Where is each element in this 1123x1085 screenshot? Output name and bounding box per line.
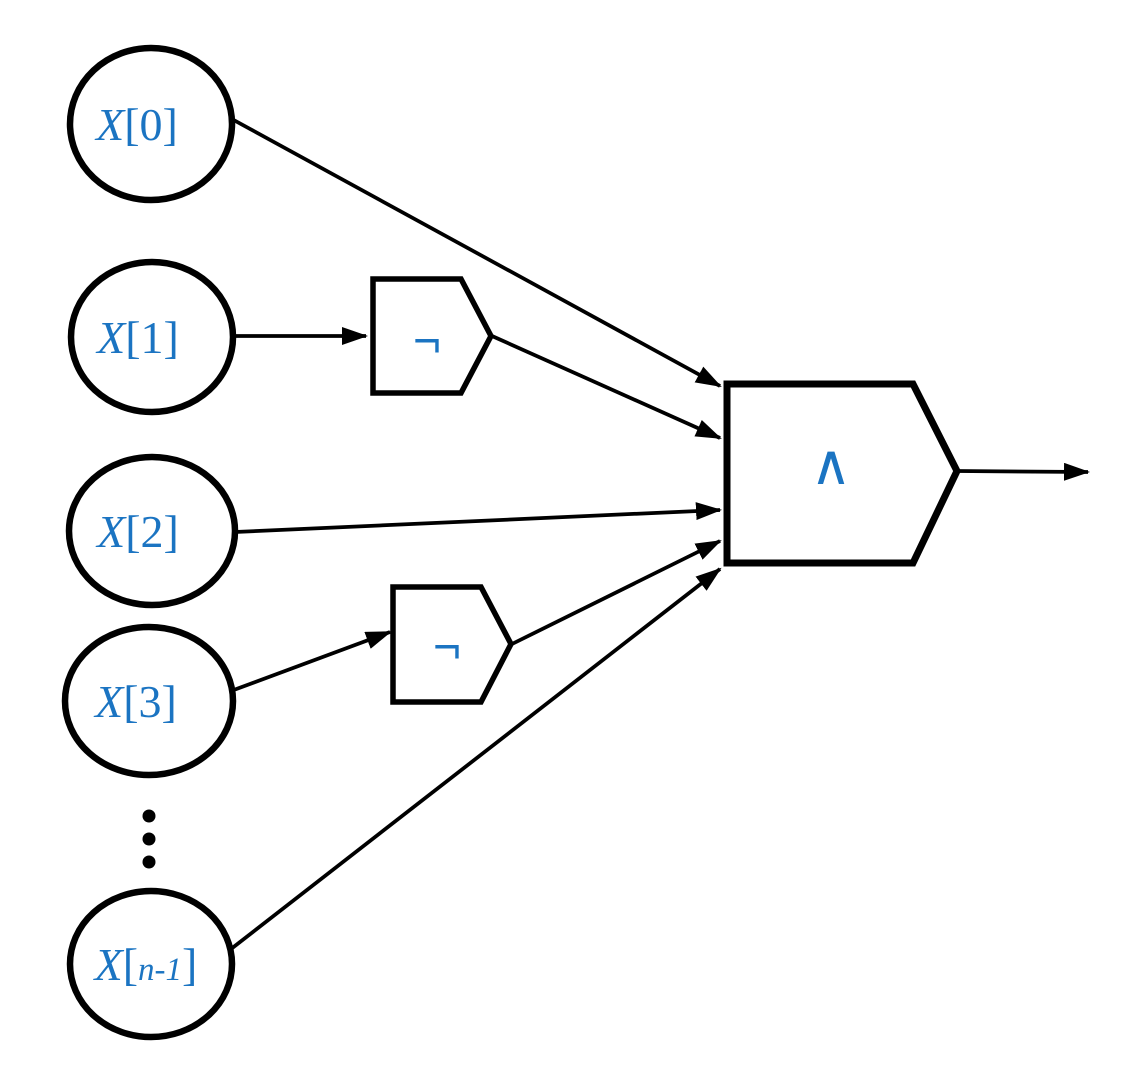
label-variable: X [95, 506, 127, 557]
input-node-x2-circle [65, 453, 239, 609]
label-index: 3 [139, 676, 162, 727]
label-bracket-open: [ [125, 312, 140, 363]
label-bracket-close: ] [182, 939, 197, 990]
input-node-xn1-label: X[n-1] [93, 939, 198, 990]
edge-not1-to-and1 [491, 334, 722, 440]
input-node-x1-label: X[1] [95, 312, 179, 363]
not-gate-2-shape [390, 584, 515, 705]
not-gate-1-symbol: ¬ [413, 315, 441, 368]
label-bracket-open: [ [123, 676, 138, 727]
input-node-x3-circle [61, 623, 237, 779]
label-bracket-open: [ [124, 99, 139, 150]
input-node-x0-label: X[0] [94, 99, 178, 150]
edge-x3-to-not2 [230, 630, 392, 693]
label-index: 1 [141, 312, 164, 363]
ellipsis-dot [142, 832, 156, 846]
ellipsis-dot [142, 809, 156, 823]
edge-xn1-to-and1 [229, 567, 722, 951]
input-node-xn1-circle [66, 887, 236, 1041]
label-index: 2 [141, 506, 164, 557]
label-bracket-open: [ [123, 939, 138, 990]
input-node-x1-circle [67, 258, 237, 416]
label-bracket-open: [ [125, 506, 140, 557]
not-gate-2-symbol: ¬ [433, 621, 461, 674]
label-variable: X [93, 939, 125, 990]
input-node-x0-circle [66, 44, 236, 204]
label-index: 0 [140, 99, 163, 150]
not-gate-1-shape [370, 276, 495, 396]
and-gate-shape [723, 380, 961, 567]
ellipsis-dot [142, 855, 156, 869]
label-bracket-close: ] [162, 676, 177, 727]
label-bracket-close: ] [163, 99, 178, 150]
and-gate-symbol: ∧ [811, 433, 852, 498]
input-node-x2-label: X[2] [95, 506, 179, 557]
label-bracket-close: ] [164, 312, 179, 363]
label-variable: X [93, 676, 125, 727]
edge-x2-to-and1 [234, 502, 722, 534]
edge-x0-to-and1 [229, 116, 722, 388]
input-node-x3-label: X[3] [93, 676, 177, 727]
label-bracket-close: ] [164, 506, 179, 557]
label-variable: X [95, 312, 127, 363]
edge-not2-to-and1 [511, 539, 722, 646]
edge-and1-to-output [956, 462, 1090, 481]
label-index: n-1 [138, 952, 182, 988]
label-variable: X [94, 99, 126, 150]
